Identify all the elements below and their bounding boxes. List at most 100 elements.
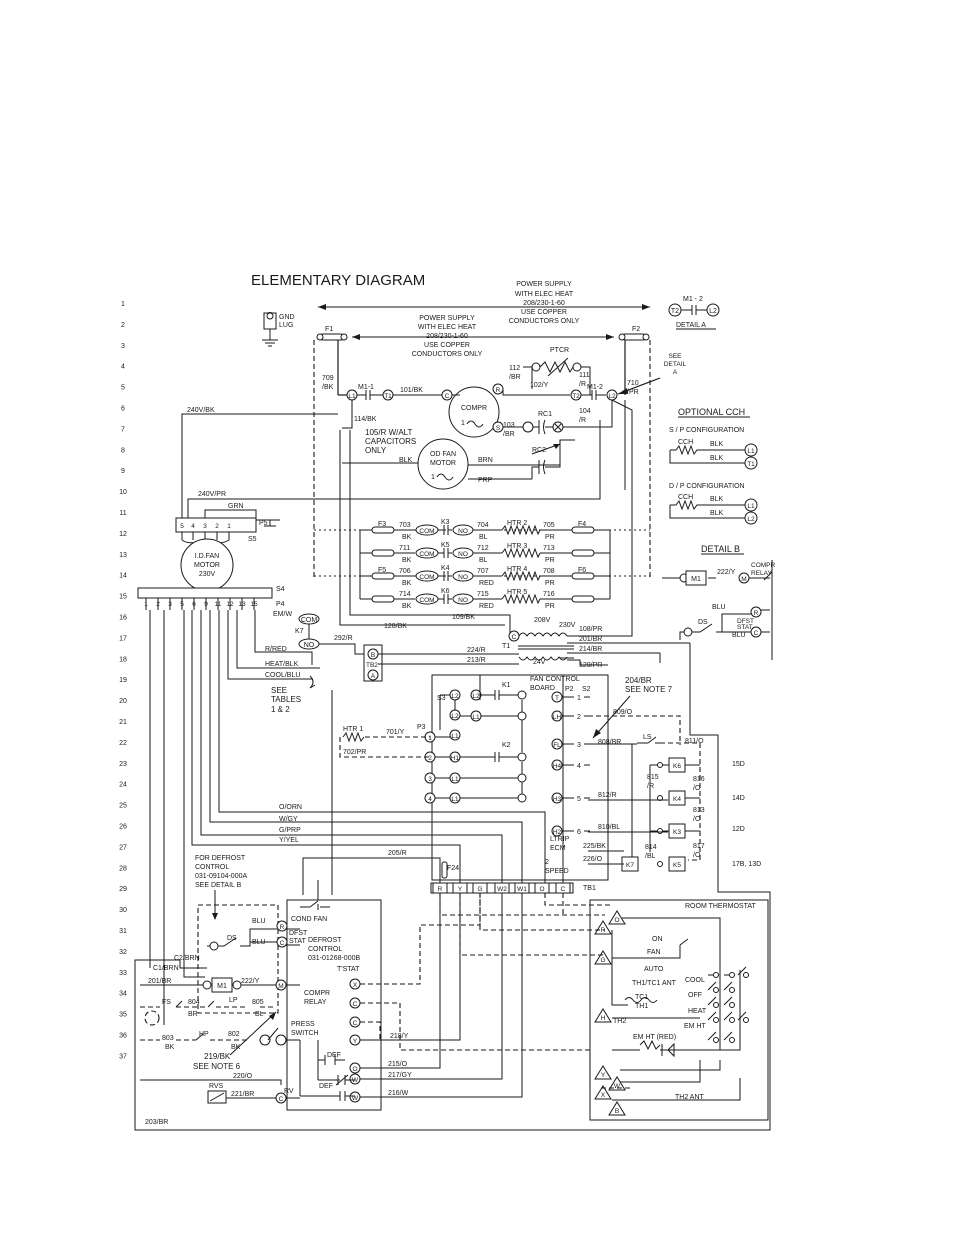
id-fan-pin: 5 — [180, 523, 184, 530]
k1-node — [517, 711, 527, 721]
svg-text:BLK: BLK — [710, 441, 724, 448]
compr-wires — [452, 389, 570, 396]
svg-text:S: S — [496, 425, 501, 432]
heater-contact — [438, 548, 452, 558]
row-number: 35 — [119, 1012, 127, 1019]
k2-node — [517, 793, 527, 803]
svg-text:230V: 230V — [199, 571, 216, 578]
ps-top-line-2: WITH ELEC HEAT — [515, 291, 574, 298]
svg-text:R: R — [496, 387, 501, 394]
svg-text:292/R: 292/R — [334, 635, 353, 642]
svg-text:814: 814 — [645, 844, 657, 851]
svg-text:ECM: ECM — [550, 845, 566, 852]
svg-text:C: C — [280, 940, 285, 947]
svg-text:1 & 2: 1 & 2 — [271, 705, 290, 714]
heater-wire-num: 706 — [399, 568, 411, 575]
svg-text:DEFROST: DEFROST — [308, 937, 342, 944]
svg-text:RVS: RVS — [209, 1083, 224, 1090]
p3-board-pin-label: H1 — [451, 755, 460, 762]
compressor-contactor-m1: M1 — [202, 977, 242, 993]
optional-cch: OPTIONAL CCH S / P CONFIGURATION CCH BLK… — [669, 407, 758, 525]
svg-text:GRN: GRN — [228, 503, 244, 510]
row-number: 11 — [119, 510, 126, 517]
heater-fuse — [371, 595, 395, 603]
svg-text:031-09104-000A: 031-09104-000A — [195, 873, 247, 880]
svg-text:805: 805 — [252, 999, 264, 1006]
svg-text:K7: K7 — [295, 628, 304, 635]
svg-text:S4: S4 — [276, 586, 285, 593]
svg-text:225/BK: 225/BK — [583, 843, 606, 850]
gnd-label: GND — [279, 314, 295, 321]
tb1-pin-label: Y — [458, 886, 463, 893]
svg-text:17B, 13D: 17B, 13D — [732, 861, 761, 868]
svg-text:112: 112 — [509, 365, 520, 372]
svg-text:TB1: TB1 — [583, 885, 596, 892]
ps-top-line-3: 208/230-1-60 — [523, 300, 565, 307]
svg-text:L1: L1 — [348, 393, 356, 400]
svg-text:HTR 1: HTR 1 — [343, 726, 363, 733]
svg-text:TB2: TB2 — [366, 662, 378, 669]
row-number: 5 — [121, 385, 125, 392]
defrost-relay-contacts: DEF DEF — [300, 1050, 355, 1101]
svg-text:CCH: CCH — [678, 439, 693, 446]
svg-text:OFF: OFF — [688, 992, 702, 999]
k1-node — [517, 690, 527, 700]
svg-text:BRN: BRN — [478, 457, 493, 464]
safety-switches: FS LP 804 BR 805 BL 803 BK HP 802 BK — [140, 997, 287, 1051]
heater-wire-color: BK — [402, 580, 412, 587]
svg-text:ROOM THERMOSTAT: ROOM THERMOSTAT — [685, 903, 757, 910]
row-number: 13 — [119, 552, 127, 559]
heater-relay-label: K3 — [441, 519, 450, 526]
svg-text:S5: S5 — [248, 536, 257, 543]
thermostat-terminal-label: O — [614, 917, 619, 924]
svg-text:240V/BK: 240V/BK — [187, 407, 215, 414]
thermostat-terminal-label: G — [600, 957, 605, 964]
svg-text:M: M — [278, 983, 283, 990]
contactor-m1-2: M1-2 T2 L2 — [570, 384, 618, 401]
svg-text:BLK: BLK — [710, 455, 724, 462]
svg-text:BLU: BLU — [712, 604, 726, 611]
p3-pin-label: 1 — [428, 735, 432, 742]
svg-text:M1-1: M1-1 — [358, 384, 374, 391]
wire-240v-bk — [181, 413, 338, 530]
svg-text:809/O: 809/O — [613, 709, 633, 716]
svg-text:DETAIL: DETAIL — [664, 361, 687, 368]
svg-text:BLK: BLK — [399, 457, 413, 464]
svg-text:031-01268-000B: 031-01268-000B — [308, 955, 360, 962]
tb1-pin-label: W1 — [517, 886, 527, 893]
defrost-note: FOR DEFROST CONTROL 031-09104-000A SEE D… — [195, 855, 247, 920]
svg-text:701/Y: 701/Y — [386, 729, 405, 736]
svg-text:HP: HP — [199, 1031, 209, 1038]
row-number: 33 — [119, 970, 127, 977]
svg-text:702/PR: 702/PR — [343, 749, 366, 756]
p2-board-pin-label: LH — [553, 714, 562, 721]
svg-text:DEF: DEF — [319, 1083, 333, 1090]
svg-text:M: M — [741, 576, 746, 583]
heater-element — [501, 570, 541, 582]
svg-text:COND FAN: COND FAN — [291, 916, 327, 923]
svg-text:/BL: /BL — [645, 853, 656, 860]
svg-text:1: 1 — [461, 420, 465, 427]
id-fan-pin: 3 — [203, 523, 207, 530]
heater-wire-color: PR — [545, 603, 555, 610]
svg-text:OD FAN: OD FAN — [430, 451, 456, 458]
heater-no-label: NO — [458, 574, 468, 581]
heater-wire-color: PR — [545, 580, 555, 587]
svg-text:R/RED: R/RED — [265, 646, 287, 653]
tb1-feed — [479, 675, 564, 883]
ps-inner-line-4: USE COPPER — [424, 342, 470, 349]
svg-text:SEE DETAIL B: SEE DETAIL B — [195, 882, 242, 889]
k1-wires — [460, 690, 522, 717]
heater-fuse-label: F4 — [578, 521, 586, 528]
s3-pin-label: L1 — [451, 733, 459, 740]
relay-node — [657, 762, 663, 768]
svg-text:203/BR: 203/BR — [145, 1119, 168, 1126]
svg-text:813: 813 — [693, 807, 705, 814]
k-pin-label: L1 — [472, 714, 480, 721]
svg-text:201/BR: 201/BR — [579, 636, 602, 643]
wire-710: 710 — [627, 380, 639, 387]
thermostat-terminal — [608, 1076, 626, 1091]
ps-top-line-4: USE COPPER — [521, 309, 567, 316]
p2-board-pin-label: T — [555, 695, 559, 702]
